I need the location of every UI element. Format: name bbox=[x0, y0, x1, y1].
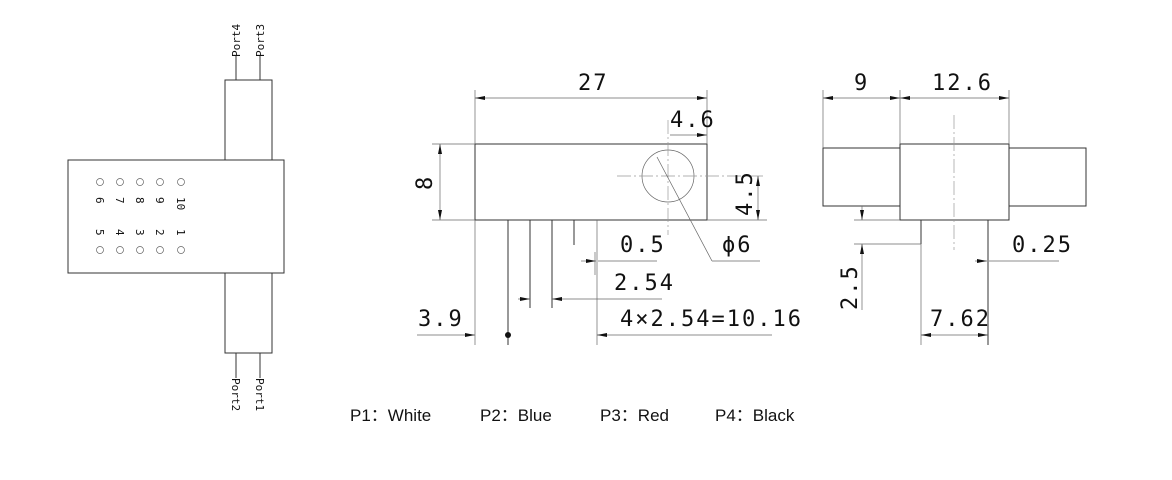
side-view: 9 12.6 2.5 0.25 7.62 bbox=[822, 71, 1087, 345]
dim-pin-length: 2.5 bbox=[838, 264, 863, 310]
dim-pin-thickness: 0.25 bbox=[1012, 233, 1073, 258]
pin-number: 3 bbox=[133, 229, 146, 236]
port1-label: Port1 bbox=[253, 378, 266, 411]
port3-label: Port3 bbox=[254, 24, 267, 57]
dim-hole-diameter: ϕ6 bbox=[722, 233, 753, 258]
legend-p2: P2：Blue bbox=[480, 406, 552, 425]
dim-length: 27 bbox=[578, 71, 609, 96]
side-stub-left bbox=[822, 147, 901, 207]
side-stub-right bbox=[1008, 147, 1087, 207]
side-body bbox=[899, 143, 1010, 221]
dim-stub-length: 9 bbox=[854, 71, 869, 96]
pin-number: 5 bbox=[93, 229, 106, 236]
top-stub-upper bbox=[224, 79, 273, 161]
pin-hole bbox=[177, 246, 185, 254]
top-body bbox=[67, 159, 285, 274]
pin-number: 8 bbox=[133, 197, 146, 204]
pin-hole bbox=[177, 178, 185, 186]
wire-color-legend: P1：White P2：Blue P3：Red P4：Black bbox=[350, 406, 795, 425]
top-stub-lower bbox=[224, 272, 273, 354]
pin-number: 6 bbox=[93, 197, 106, 204]
pin-hole bbox=[96, 178, 104, 186]
pin-number: 7 bbox=[113, 197, 126, 204]
pin-number: 9 bbox=[153, 197, 166, 204]
dim-height: 8 bbox=[413, 175, 438, 190]
dim-body-width: 12.6 bbox=[932, 71, 993, 96]
pin-hole bbox=[156, 246, 164, 254]
pin-hole bbox=[136, 246, 144, 254]
legend-p1: P1：White bbox=[350, 406, 431, 425]
dim-hole-height: 4.5 bbox=[733, 170, 758, 216]
pin-hole bbox=[116, 178, 124, 186]
pin-number: 10 bbox=[174, 197, 187, 210]
legend-p4: P4：Black bbox=[715, 406, 795, 425]
pin-number: 4 bbox=[113, 229, 126, 236]
port4-label: Port4 bbox=[230, 24, 243, 57]
dim-row-spacing: 7.62 bbox=[930, 307, 991, 332]
pin-hole bbox=[156, 178, 164, 186]
pin-number: 2 bbox=[153, 229, 166, 236]
pin-hole bbox=[96, 246, 104, 254]
dim-hole-offset: 4.6 bbox=[670, 108, 716, 133]
pin-hole bbox=[116, 246, 124, 254]
dim-pin-width: 0.5 bbox=[620, 233, 666, 258]
front-body bbox=[474, 143, 708, 221]
pin-number: 1 bbox=[174, 229, 187, 236]
pin-hole bbox=[136, 178, 144, 186]
dim-pin-offset: 3.9 bbox=[418, 307, 464, 332]
dim-pin-pitch: 2.54 bbox=[614, 271, 675, 296]
legend-p3: P3：Red bbox=[600, 406, 669, 425]
port2-label: Port2 bbox=[229, 378, 242, 411]
dim-pin-span: 4×2.54=10.16 bbox=[620, 307, 803, 332]
front-view: 27 4.6 8 4.5 ϕ6 0.5 2.54 3.9 4×2.54=10.1… bbox=[413, 71, 803, 345]
